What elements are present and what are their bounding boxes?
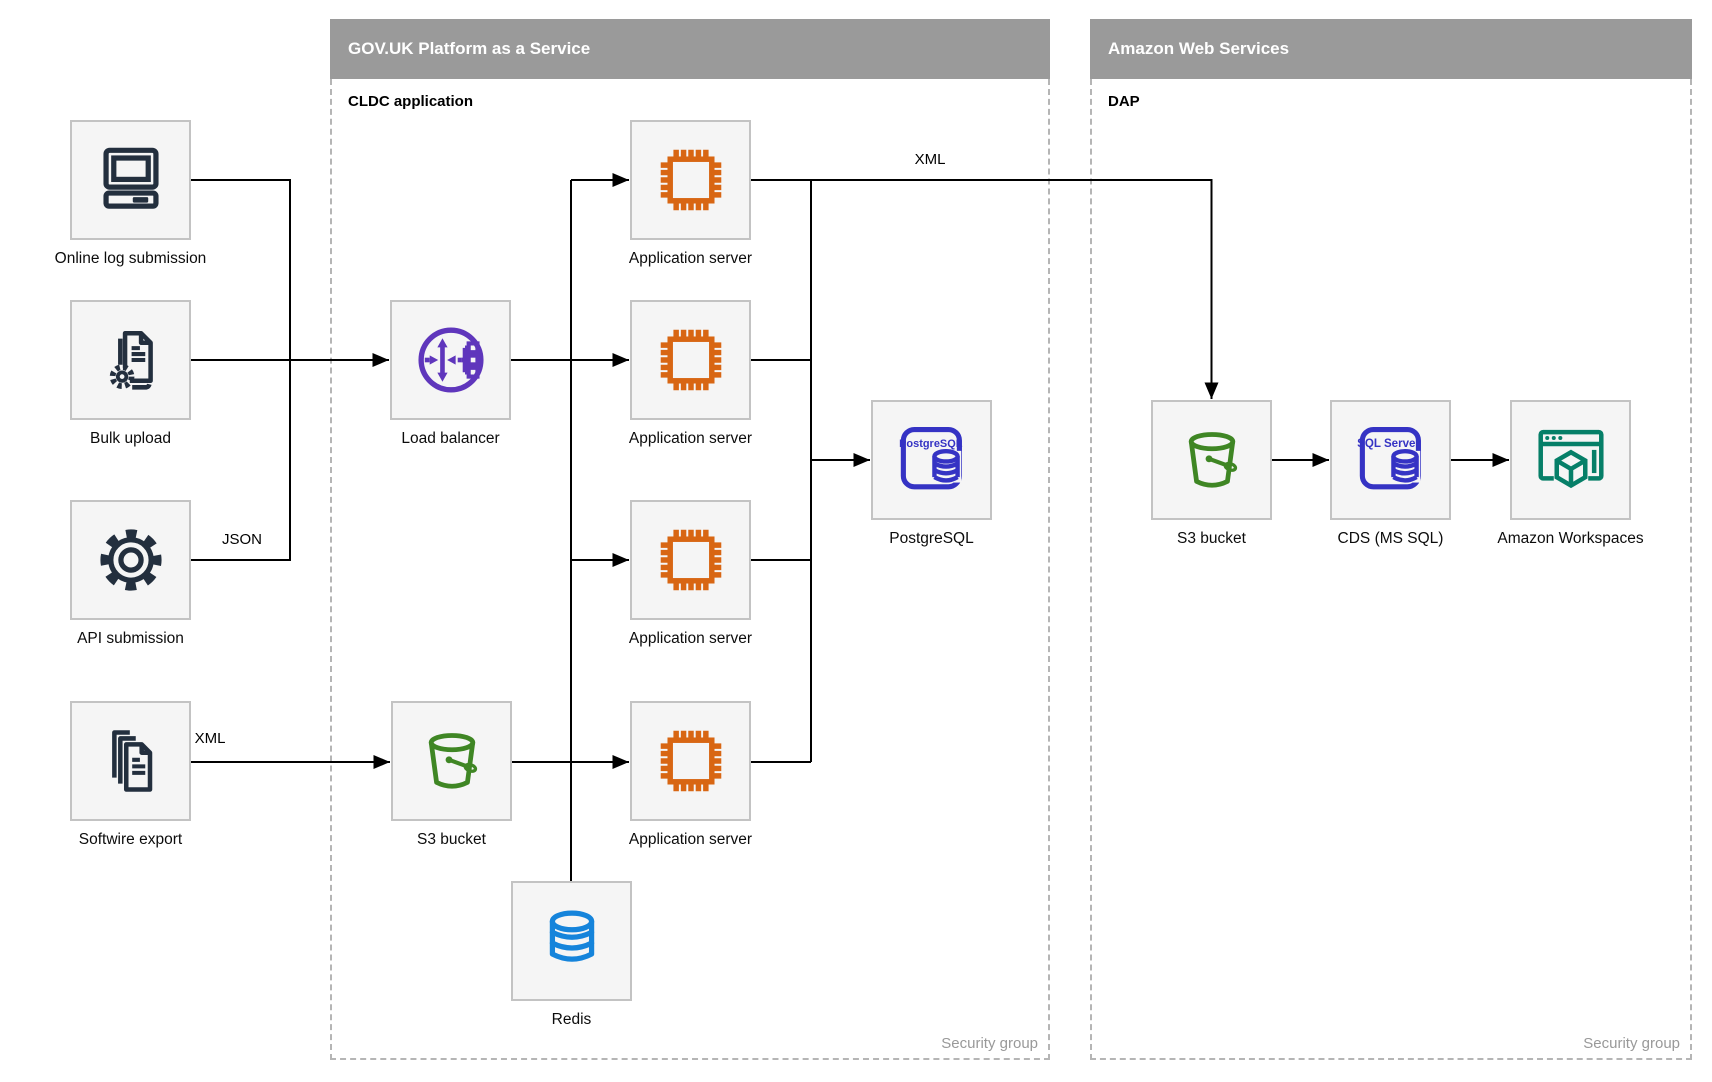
node-online-log-submission [70, 120, 191, 240]
govuk-container-title: GOV.UK Platform as a Service [330, 19, 1050, 79]
desktop-computer-icon [102, 147, 159, 209]
aws-security-group-label: Security group [1583, 1035, 1680, 1052]
edge-label-json: JSON [219, 531, 265, 548]
node-label: CDS (MS SQL) [1337, 530, 1444, 547]
postgresql-icon-text: PostgreSQL [899, 438, 963, 450]
node-label: Application server [628, 630, 753, 647]
govuk-security-group-label: Security group [941, 1035, 1038, 1052]
node-load-balancer [390, 300, 511, 420]
node-cds-ms-sql: SQL Server [1330, 400, 1451, 520]
node-postgresql: PostgreSQL [871, 400, 992, 520]
node-bulk-upload [70, 300, 191, 420]
chip-icon [660, 730, 721, 792]
container-govuk-paas: GOV.UK Platform as a Service CLDC applic… [330, 19, 1050, 1060]
node-label: Amazon Workspaces [1497, 530, 1644, 547]
node-amazon-workspaces [1510, 400, 1631, 520]
document-gear-icon [109, 331, 153, 390]
node-label: Application server [628, 250, 753, 267]
edge-label-xml-softwire: XML [192, 730, 228, 747]
aws-sublabel: DAP [1108, 93, 1140, 110]
load-balancer-icon [417, 327, 484, 393]
node-label: S3 bucket [1177, 530, 1246, 547]
node-label: PostgreSQL [889, 530, 974, 547]
node-application-server-4 [630, 701, 751, 821]
node-softwire-export [70, 701, 191, 821]
aws-security-group-boundary [1090, 79, 1692, 1060]
node-application-server-1 [630, 120, 751, 240]
sql-server-database-icon: SQL Server [1357, 426, 1421, 490]
govuk-security-group-boundary [330, 79, 1050, 1060]
node-label: Softwire export [78, 831, 183, 848]
stacked-documents-icon [111, 730, 152, 792]
node-label: Load balancer [401, 430, 500, 447]
node-label: API submission [77, 630, 184, 647]
node-label: Application server [628, 831, 753, 848]
node-label: Online log submission [54, 250, 207, 267]
node-label: S3 bucket [417, 831, 486, 848]
chip-icon [660, 529, 721, 591]
browser-cube-icon [1537, 429, 1604, 489]
chip-icon [660, 329, 721, 391]
container-aws: Amazon Web Services DAP Security group [1090, 19, 1692, 1060]
node-label: Bulk upload [89, 430, 171, 447]
postgresql-database-icon: PostgreSQL [899, 426, 963, 490]
node-redis [511, 881, 632, 1001]
govuk-sublabel: CLDC application [348, 93, 474, 110]
node-application-server-2 [630, 300, 751, 420]
chip-icon [660, 149, 721, 211]
aws-container-title: Amazon Web Services [1090, 19, 1692, 79]
node-label: Redis [551, 1011, 592, 1028]
sql-server-icon-text: SQL Server [1357, 438, 1420, 450]
database-cylinder-icon [549, 910, 594, 962]
s3-bucket-icon [1188, 432, 1237, 488]
node-s3-bucket-aws [1151, 400, 1272, 520]
node-s3-bucket-paas [391, 701, 512, 821]
s3-bucket-icon [428, 733, 477, 789]
edge-label-xml-to-aws: XML [912, 151, 948, 168]
node-application-server-3 [630, 500, 751, 620]
gear-icon [99, 529, 162, 591]
edge-onlinelog-api-merge [191, 179, 291, 561]
node-api-submission [70, 500, 191, 620]
node-label: Application server [628, 430, 753, 447]
